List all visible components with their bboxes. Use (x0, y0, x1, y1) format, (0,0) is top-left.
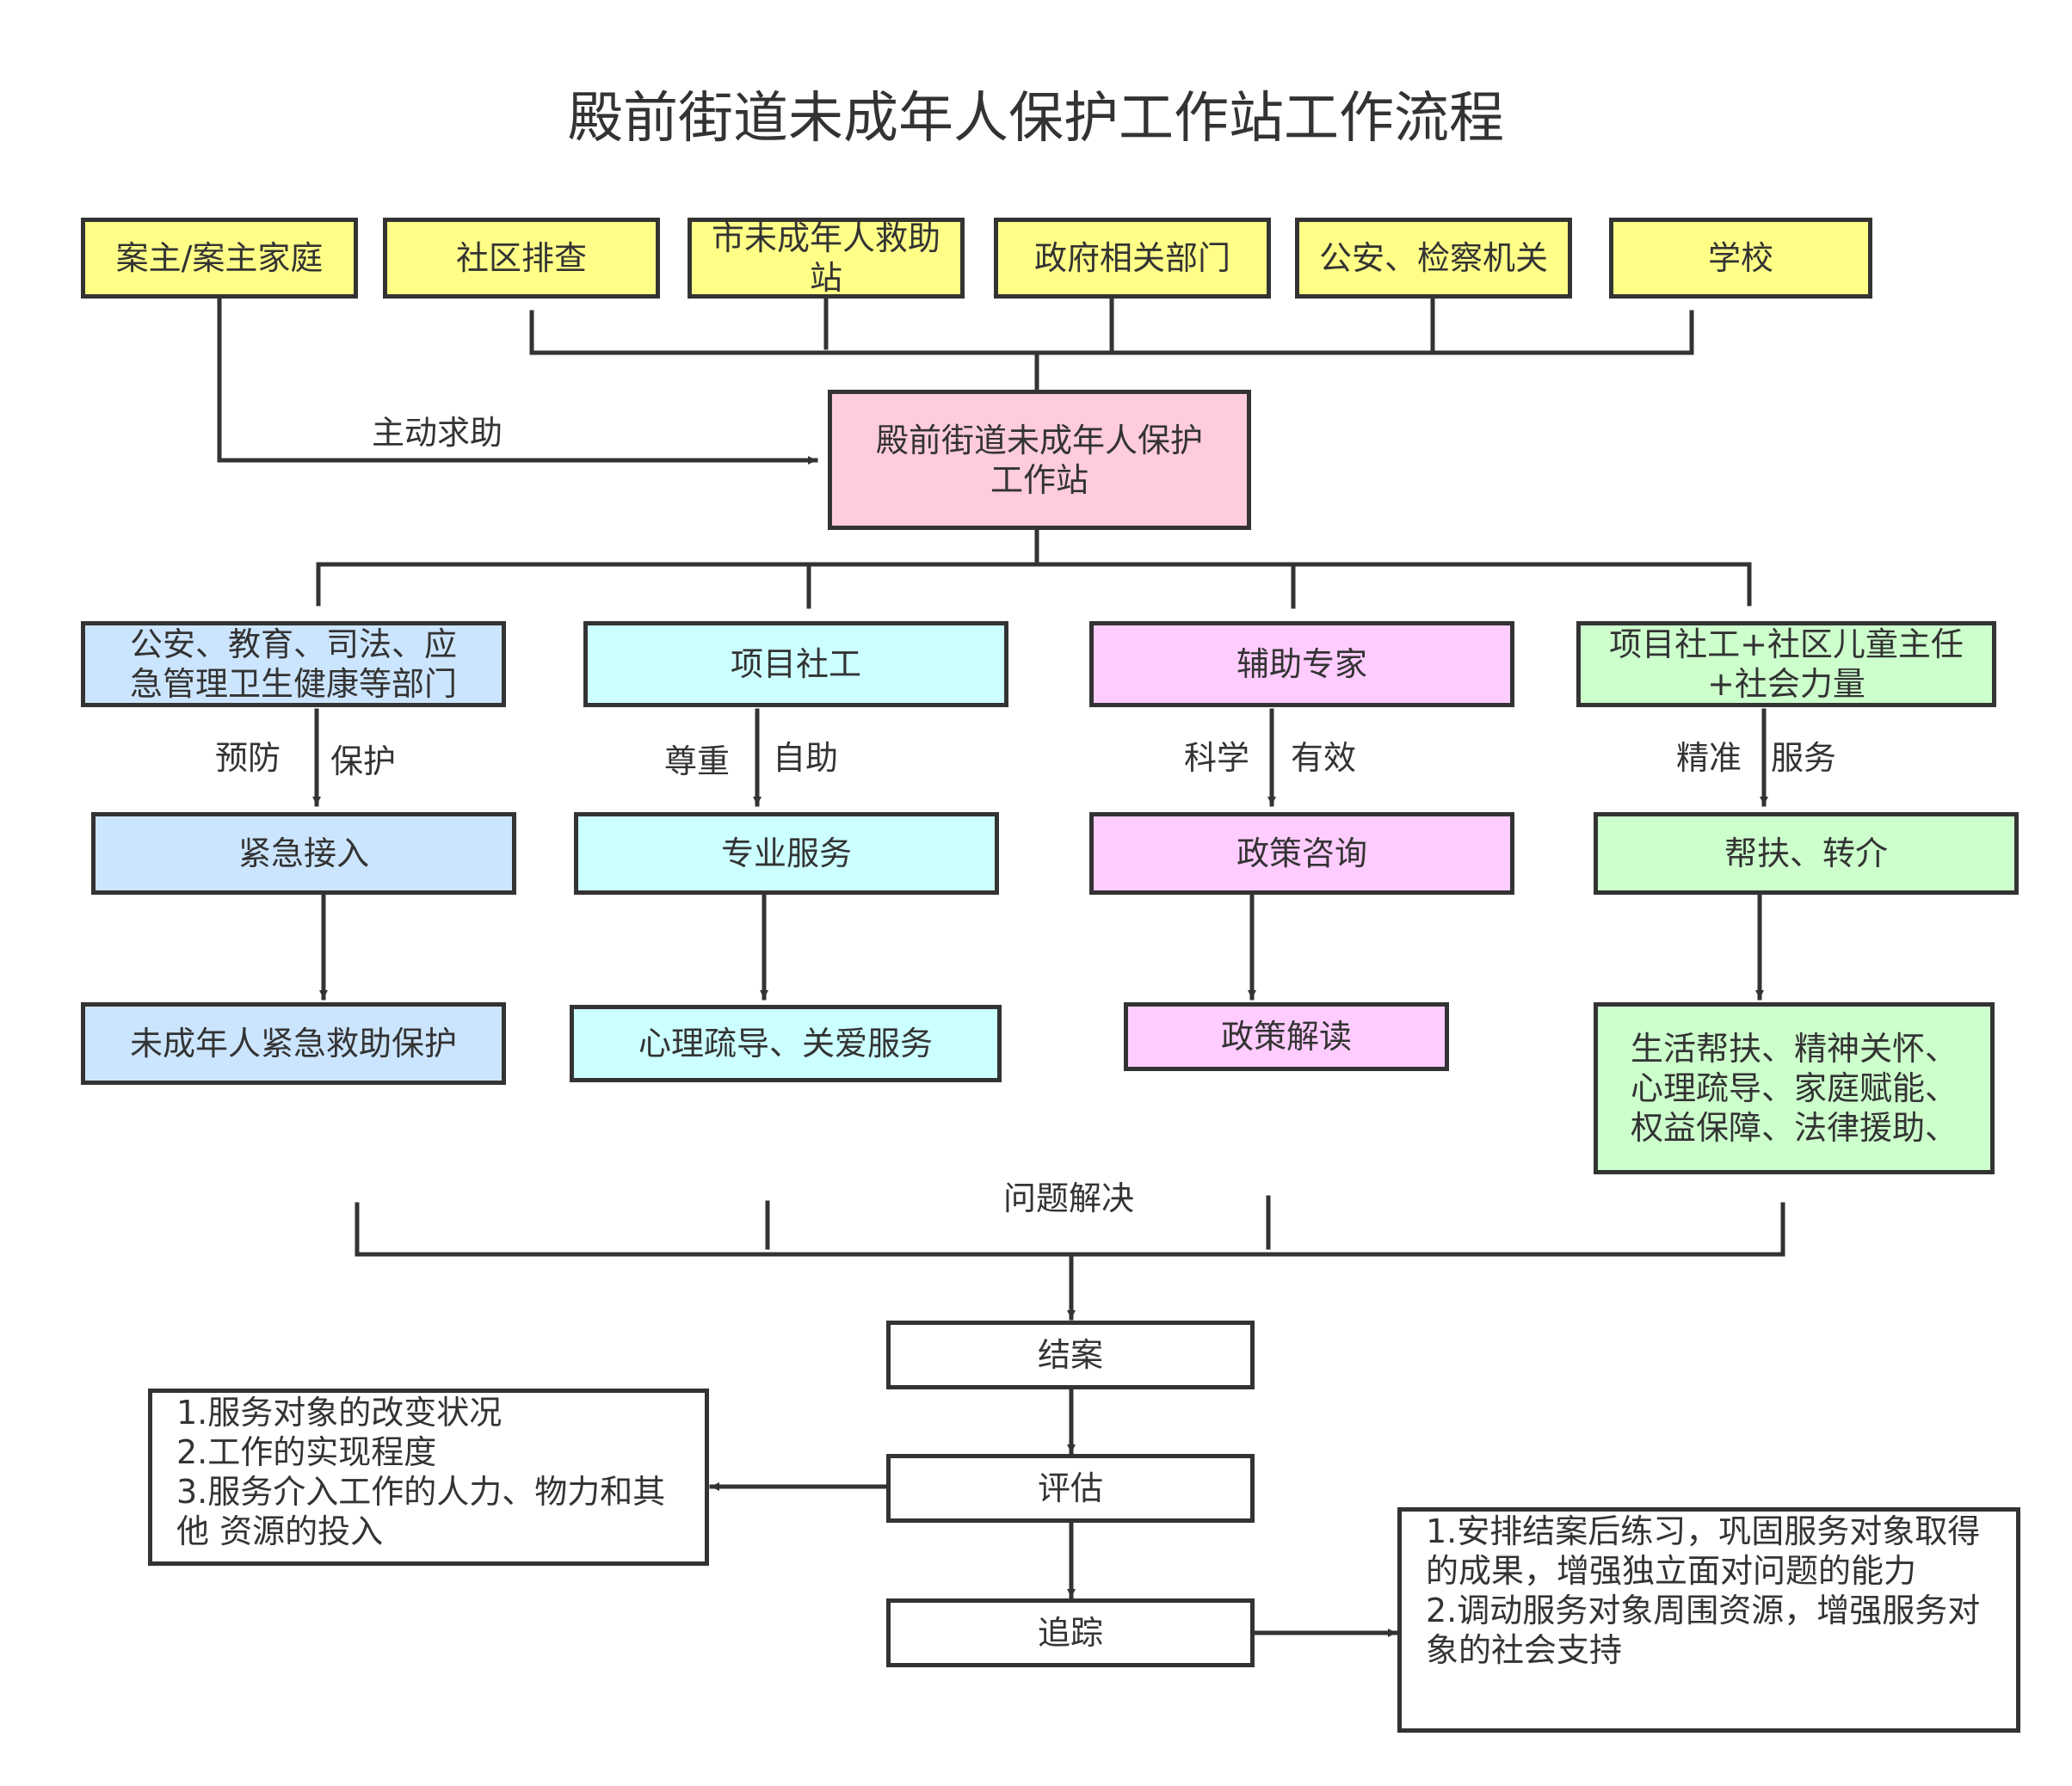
evaluate-note-line: 1.服务对象的改变状况 (176, 1394, 503, 1432)
branch-head-label: 项目社工+社区儿童主任+社会力量 (1609, 625, 1964, 703)
track-note: 1.安排结案后练习，巩固服务对象取得 的成果，增强独立面对问题的能力 2.调动服… (1397, 1507, 2020, 1733)
branch2-head: 项目社工 (583, 621, 1008, 707)
branch2-result: 心理疏导、关爱服务 (570, 1005, 1002, 1082)
branch3-head: 辅助专家 (1089, 621, 1514, 707)
close-case-box: 结案 (886, 1321, 1255, 1389)
source-label: 市未成年人救助站 (711, 219, 940, 297)
resolve-label: 问题解决 (1003, 1179, 1135, 1217)
branch-result-line: 生活帮扶、精神关怀、 (1630, 1030, 1958, 1068)
evaluate-note-line: 他 资源的投入 (176, 1512, 384, 1550)
branch1-tag-left: 预防 (215, 739, 281, 777)
source-school: 学校 (1609, 218, 1872, 299)
source-community-screening: 社区排查 (383, 218, 660, 299)
branch4-step: 帮扶、转介 (1594, 812, 2019, 895)
branch1-tag-right: 保护 (330, 742, 397, 780)
evaluate-note-line: 3.服务介入工作的人力、物力和其 (176, 1473, 666, 1511)
branch-result-label: 政策解读 (1220, 1018, 1352, 1056)
branch4-head: 项目社工+社区儿童主任+社会力量 (1576, 621, 1996, 707)
track-note-line: 象的社会支持 (1426, 1631, 1623, 1669)
branch2-tag-left: 尊重 (664, 742, 731, 780)
track-note-line: 2.调动服务对象周围资源，增强服务对 (1426, 1592, 1981, 1629)
branch4-tag-left: 精准 (1676, 739, 1742, 777)
page-title: 殿前街道未成年人保护工作站工作流程 (568, 87, 1504, 151)
close-label: 结案 (1037, 1336, 1103, 1374)
track-box: 追踪 (886, 1598, 1255, 1667)
branch2-step: 专业服务 (574, 812, 999, 895)
source-label: 社区排查 (455, 239, 587, 277)
branch-step-label: 专业服务 (720, 834, 852, 872)
source-label: 案主/案主家庭 (115, 239, 324, 277)
branch1-step: 紧急接入 (91, 812, 516, 895)
source-client-family: 案主/案主家庭 (81, 218, 358, 299)
self-help-arrow (217, 293, 818, 465)
branch3-step: 政策咨询 (1089, 812, 1514, 895)
station-label: 殿前街道未成年人保护工作站 (875, 421, 1203, 499)
branch-head-label: 项目社工 (730, 645, 861, 683)
track-note-line: 的成果，增强独立面对问题的能力 (1426, 1552, 1917, 1590)
branch3-tag-left: 科学 (1184, 739, 1250, 777)
track-label: 追踪 (1037, 1614, 1103, 1652)
source-label: 政府相关部门 (1033, 239, 1230, 277)
branch-head-label: 辅助专家 (1236, 645, 1367, 683)
branch3-result: 政策解读 (1124, 1002, 1449, 1071)
branch4-tag-right: 服务 (1771, 739, 1837, 777)
branch-result-line: 心理疏导、家庭赋能、 (1630, 1069, 1958, 1107)
track-note-line: 1.安排结案后练习，巩固服务对象取得 (1426, 1512, 1981, 1550)
branch-result-label: 心理疏导、关爱服务 (638, 1025, 933, 1062)
branch4-result: 生活帮扶、精神关怀、 心理疏导、家庭赋能、 权益保障、法律援助、 (1594, 1002, 1995, 1174)
evaluate-note: 1.服务对象的改变状况 2.工作的实现程度 3.服务介入工作的人力、物力和其 他… (148, 1389, 709, 1566)
branch-step-label: 紧急接入 (237, 834, 369, 872)
branch3-tag-right: 有效 (1291, 739, 1357, 777)
branch2-tag-right: 自助 (773, 739, 839, 777)
source-label: 学校 (1707, 239, 1773, 277)
source-label: 公安、检察机关 (1318, 239, 1548, 277)
branch-result-line: 权益保障、法律援助、 (1630, 1109, 1958, 1147)
evaluate-label: 评估 (1037, 1469, 1103, 1507)
source-rescue-station: 市未成年人救助站 (688, 218, 965, 299)
branch-head-label: 公安、教育、司法、应急管理卫生健康等部门 (129, 625, 457, 703)
branch1-result: 未成年人紧急救助保护 (81, 1002, 506, 1085)
branch1-head: 公安、教育、司法、应急管理卫生健康等部门 (81, 621, 506, 707)
evaluate-box: 评估 (886, 1454, 1255, 1523)
evaluate-note-line: 2.工作的实现程度 (176, 1433, 437, 1471)
source-police-procuratorate: 公安、检察机关 (1295, 218, 1572, 299)
self-help-label: 主动求助 (372, 414, 503, 452)
branch-step-label: 政策咨询 (1236, 834, 1367, 872)
source-government: 政府相关部门 (994, 218, 1271, 299)
branch-step-label: 帮扶、转介 (1724, 834, 1888, 872)
protection-station: 殿前街道未成年人保护工作站 (828, 390, 1251, 530)
branch-result-label: 未成年人紧急救助保护 (129, 1025, 457, 1062)
